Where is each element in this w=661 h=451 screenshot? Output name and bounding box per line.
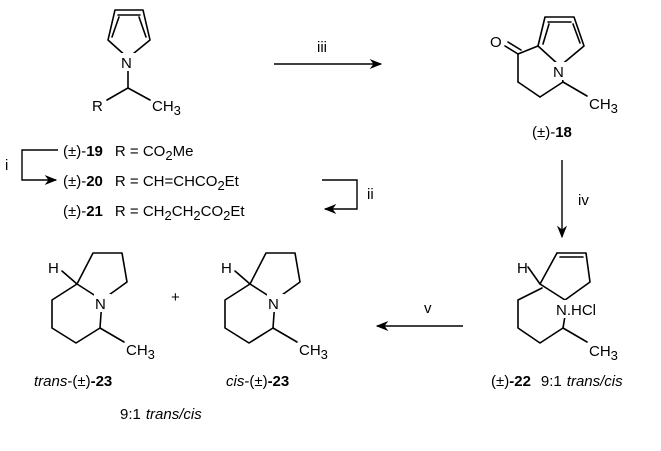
pyrroline-hydrogen: H <box>517 260 528 277</box>
svg-text:CH3: CH3 <box>299 342 328 362</box>
step-iv-label: iv <box>578 192 589 209</box>
step-v-label: v <box>424 300 432 317</box>
ketone-nitrogen: N <box>553 64 564 81</box>
svg-text:CH3: CH3 <box>126 342 155 362</box>
cis-hydrogen: H <box>221 260 232 277</box>
r-group-label: R <box>92 98 103 115</box>
step-i-label: i <box>5 157 8 174</box>
starting-pyrrole: N R CH3 <box>92 9 181 118</box>
svg-text:CH3: CH3 <box>152 98 181 118</box>
ketone-oxygen: O <box>490 34 502 51</box>
ketone-methyl: CH <box>589 96 611 113</box>
step-i-arrow: i <box>5 149 58 186</box>
step-iv-arrow: iv <box>556 160 589 239</box>
step-ii-arrow: ii <box>322 179 374 215</box>
svg-text:CH3: CH3 <box>589 96 618 116</box>
methyl-label: CH <box>152 98 174 115</box>
pyrroline-nitrogen: N.HCl <box>556 302 596 319</box>
step-iii-label: iii <box>317 39 327 56</box>
compound-trans-23-label: trans-(±)-23 <box>34 373 112 390</box>
step-v-arrow: v <box>375 300 463 332</box>
trans-methyl: CH <box>126 342 148 359</box>
trans-nitrogen: N <box>95 296 106 313</box>
compound-18-label: (±)-18 <box>532 124 572 141</box>
pyrroline-methyl: CH <box>589 343 611 360</box>
cis-nitrogen: N <box>268 296 279 313</box>
trans-indolizidine-23: N H CH3 trans-(±)-23 <box>34 252 155 390</box>
step-iii-arrow: iii <box>274 39 383 70</box>
svg-text:CH3: CH3 <box>589 343 618 363</box>
cis-methyl: CH <box>299 342 321 359</box>
plus-sign: + <box>171 289 180 306</box>
pyrrole-nitrogen: N <box>121 55 132 72</box>
ketone-18: N O CH3 (±)-18 <box>490 16 618 141</box>
compound-cis-23-label: cis-(±)-23 <box>226 373 289 390</box>
step-ii-label: ii <box>367 186 374 203</box>
cis-indolizidine-23: N H CH3 cis-(±)-23 <box>221 252 328 390</box>
trans-hydrogen: H <box>48 260 59 277</box>
